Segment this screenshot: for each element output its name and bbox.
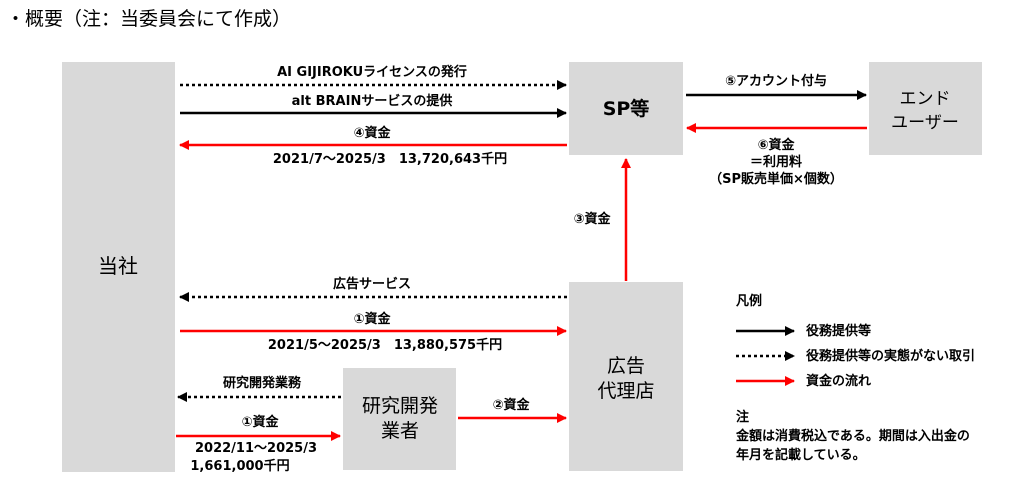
funds1-rd-label: ①資金	[241, 414, 279, 430]
rd-vendor-label-line1: 研究開発	[362, 395, 438, 417]
rd-vendor-label-line2: 業者	[381, 420, 419, 442]
funds1-agency-label: ①資金	[353, 311, 391, 327]
company-label: 当社	[98, 254, 138, 278]
note-title: 注	[736, 409, 749, 425]
funds1-rd-amount: 1,661,000千円	[190, 458, 289, 474]
note-line2: 年月を記載している。	[736, 447, 866, 463]
funds6-label-line1: ⑥資金	[757, 137, 795, 153]
agency-label-line1: 広告	[607, 355, 645, 377]
end-user-label-line2: ユーザー	[891, 113, 959, 133]
funds4-detail: 2021/7～2025/3 13,720,643千円	[273, 151, 507, 167]
end-user-label-line1: エンド	[900, 89, 951, 109]
legend-item-label: 役務提供等の実態がない取引	[806, 348, 975, 364]
legend-item-label: 資金の流れ	[806, 373, 871, 389]
rd-vendor-box	[343, 368, 456, 470]
brain-service-label: alt BRAINサービスの提供	[292, 93, 453, 109]
agency-label-line2: 代理店	[597, 380, 654, 402]
funds2-label: ②資金	[492, 397, 530, 413]
note-line1: 金額は消費税込である。期間は入出金の	[735, 428, 970, 444]
funds1-agency-detail: 2021/5～2025/3 13,880,575千円	[268, 337, 502, 353]
funds4-label: ④資金	[353, 125, 391, 141]
license-label: AI GIJIROKUライセンスの発行	[277, 64, 467, 80]
funds6-label-line2: ＝利用料	[750, 154, 802, 170]
agency-box	[569, 282, 683, 471]
funds3-label: ③資金	[573, 211, 611, 227]
legend-title: 凡例	[736, 293, 762, 309]
funds6-label-line3: （SP販売単価×個数）	[709, 171, 843, 187]
company-box	[62, 62, 175, 472]
page-heading: ・概要（注：当委員会にて作成）	[6, 8, 292, 30]
funds1-rd-period: 2022/11～2025/3	[195, 441, 317, 456]
rd-service-label: 研究開発業務	[223, 375, 302, 391]
sp-box	[569, 62, 683, 155]
legend-item-label: 役務提供等	[806, 323, 871, 339]
sp-label: SP等	[603, 97, 650, 120]
end-user-box	[869, 62, 982, 155]
ad-service-label: 広告サービス	[333, 276, 411, 292]
account-label: ⑤アカウント付与	[725, 73, 827, 89]
